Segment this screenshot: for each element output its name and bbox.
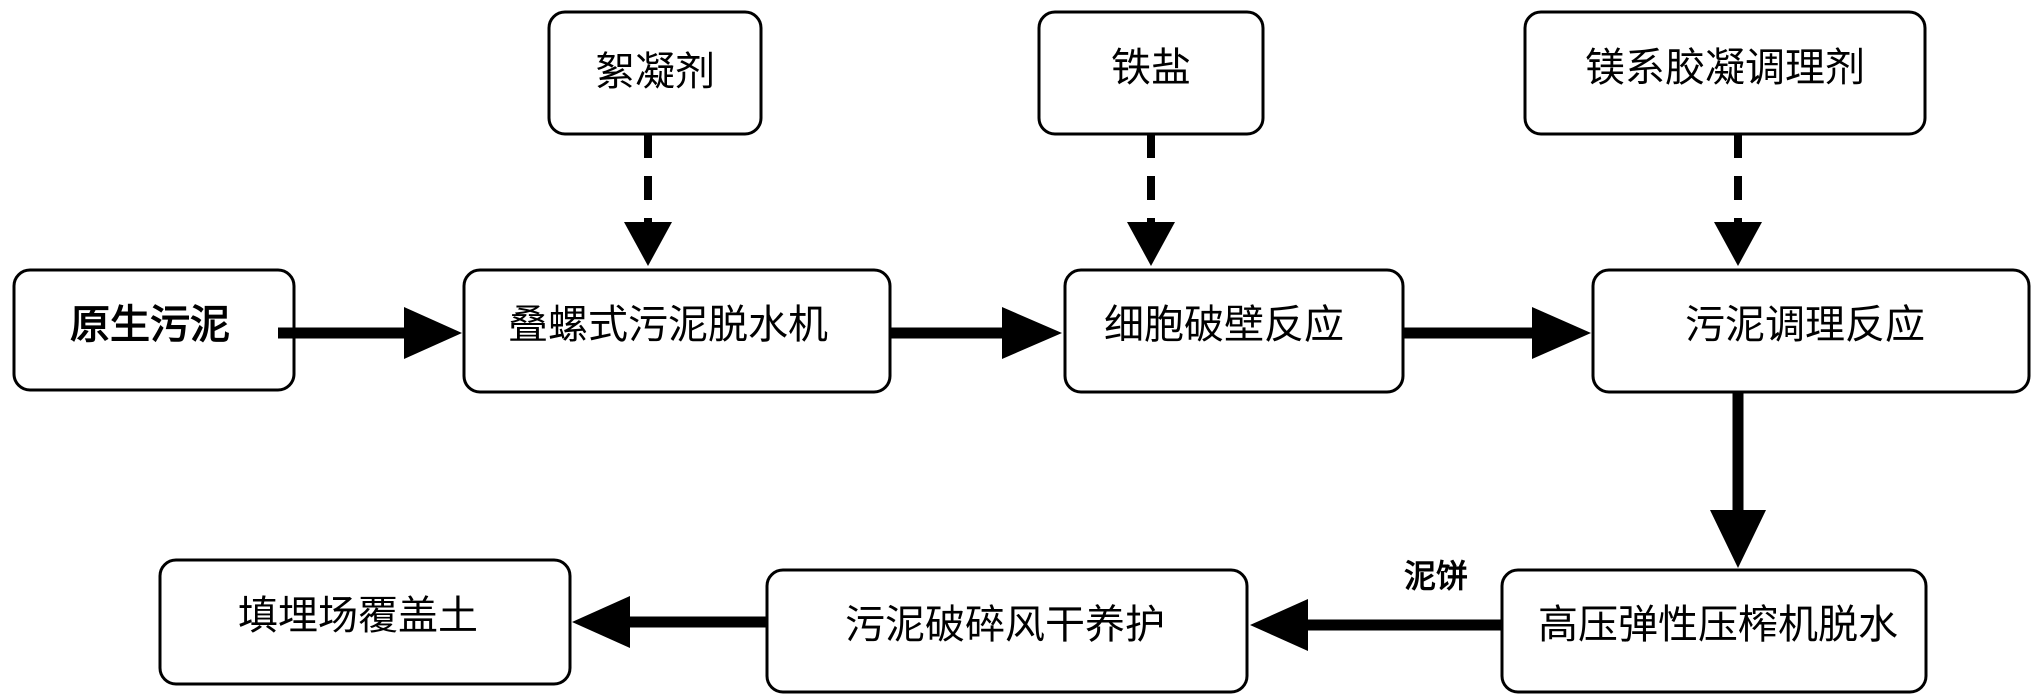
node-crushing-air-drying-label: 污泥破碎风干养护 [845,602,1165,648]
node-sludge-conditioning: 污泥调理反应 [1591,268,2031,394]
node-cell-wall-breaking: 细胞破壁反应 [1063,268,1405,394]
node-sludge-conditioning-label: 污泥调理反应 [1685,302,1925,348]
node-cell-wall-breaking-label: 细胞破壁反应 [1104,302,1344,348]
node-stacked-screw-dewaterer: 叠螺式污泥脱水机 [462,268,892,394]
arrow-dewaterer-to-cell-wall [890,307,1062,359]
node-stacked-screw-dewaterer-label: 叠螺式污泥脱水机 [508,302,828,348]
node-landfill-cover: 填埋场覆盖土 [158,558,572,686]
arrow-mg-conditioner-to-conditioning [1714,134,1762,266]
node-raw-sludge-label: 原生污泥 [70,302,230,348]
edge-label-sludge-cake: 泥饼 [1404,557,1468,595]
arrow-cell-wall-to-conditioning [1403,307,1591,359]
node-flocculant-label: 絮凝剂 [595,49,715,95]
node-flocculant: 絮凝剂 [547,10,763,136]
arrow-press-to-crushing [1250,599,1502,651]
node-iron-salt: 铁盐 [1037,10,1265,136]
node-landfill-cover-label: 填埋场覆盖土 [238,593,478,639]
arrow-flocculant-to-dewaterer [624,134,672,266]
node-iron-salt-label: 铁盐 [1111,45,1191,91]
arrow-iron-salt-to-cell-wall [1127,134,1175,266]
arrow-conditioning-to-press [1710,392,1766,568]
arrow-raw-to-dewaterer [278,307,462,359]
node-high-pressure-press-label: 高压弹性压榨机脱水 [1538,602,1898,648]
node-mg-conditioner-label: 镁系胶凝调理剂 [1585,45,1865,91]
node-mg-conditioner: 镁系胶凝调理剂 [1523,10,1927,136]
node-raw-sludge: 原生污泥 [12,268,296,392]
node-crushing-air-drying: 污泥破碎风干养护 [765,568,1249,694]
node-high-pressure-press: 高压弹性压榨机脱水 [1500,568,1928,694]
arrow-crushing-to-landfill [572,596,767,648]
